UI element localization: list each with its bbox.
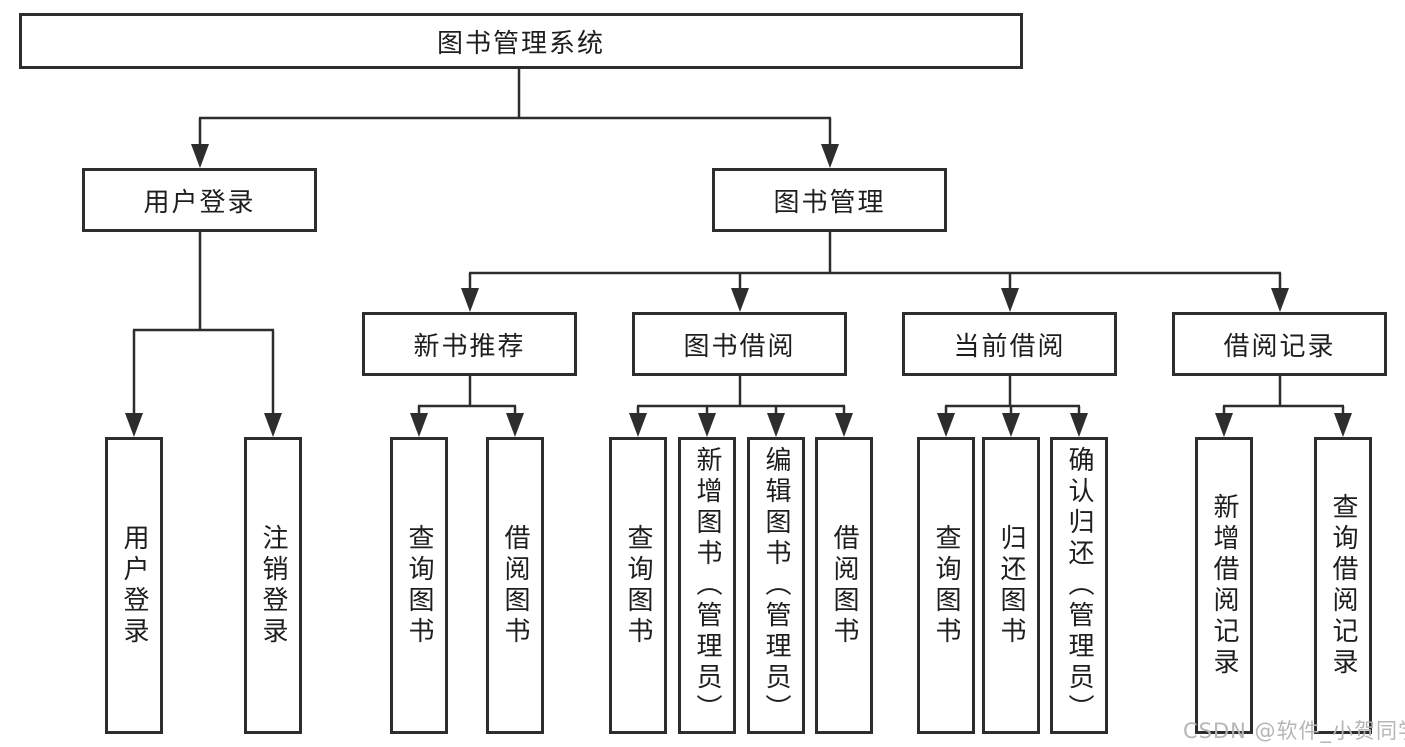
node-current-borrowing: 当前借阅 — [902, 312, 1117, 376]
leaf-nbr-borrow-books-label: 借阅图书 — [500, 523, 530, 648]
leaf-cb-query-books: 查询图书 — [917, 437, 975, 734]
node-user-login-label: 用户登录 — [143, 187, 256, 218]
leaf-cb-query-books-label: 查询图书 — [931, 523, 961, 648]
node-root: 图书管理系统 — [19, 13, 1023, 69]
node-borrowing-records-label: 借阅记录 — [1223, 331, 1336, 362]
leaf-bb-query-books-label: 查询图书 — [623, 523, 653, 648]
leaf-bb-edit-books-admin-label: 编辑图书（管理员） — [761, 446, 791, 725]
node-current-borrowing-label: 当前借阅 — [953, 331, 1066, 362]
leaf-br-query-borrow-record: 查询借阅记录 — [1314, 437, 1372, 734]
leaf-cb-return-books: 归还图书 — [982, 437, 1040, 734]
leaf-cb-confirm-return-admin: 确认归还（管理员） — [1050, 437, 1108, 734]
leaf-nbr-query-books: 查询图书 — [390, 437, 448, 734]
leaf-bb-borrow-books: 借阅图书 — [815, 437, 873, 734]
leaf-logout-label: 注销登录 — [258, 523, 288, 648]
node-book-borrowing-label: 图书借阅 — [683, 331, 796, 362]
leaf-nbr-borrow-books: 借阅图书 — [486, 437, 544, 734]
leaf-br-query-borrow-record-label: 查询借阅记录 — [1328, 492, 1358, 679]
node-book-borrowing: 图书借阅 — [632, 312, 847, 376]
node-book-management: 图书管理 — [712, 168, 947, 232]
node-root-label: 图书管理系统 — [436, 28, 605, 59]
leaf-cb-confirm-return-admin-label: 确认归还（管理员） — [1064, 446, 1094, 725]
leaf-cb-return-books-label: 归还图书 — [996, 523, 1026, 648]
leaf-bb-borrow-books-label: 借阅图书 — [829, 523, 859, 648]
leaf-bb-add-books-admin: 新增图书（管理员） — [678, 437, 736, 734]
leaf-user-login-label: 用户登录 — [119, 523, 149, 648]
leaf-bb-edit-books-admin: 编辑图书（管理员） — [747, 437, 805, 734]
leaf-logout: 注销登录 — [244, 437, 302, 734]
node-borrowing-records: 借阅记录 — [1172, 312, 1387, 376]
node-new-book-recommendation-label: 新书推荐 — [413, 331, 526, 362]
leaf-user-login: 用户登录 — [105, 437, 163, 734]
node-new-book-recommendation: 新书推荐 — [362, 312, 577, 376]
leaf-nbr-query-books-label: 查询图书 — [404, 523, 434, 648]
leaf-bb-add-books-admin-label: 新增图书（管理员） — [692, 446, 722, 725]
node-user-login: 用户登录 — [82, 168, 317, 232]
leaf-br-add-borrow-record: 新增借阅记录 — [1195, 437, 1253, 734]
leaf-br-add-borrow-record-label: 新增借阅记录 — [1209, 492, 1239, 679]
leaf-bb-query-books: 查询图书 — [609, 437, 667, 734]
csdn-watermark: CSDN @软件_小贺同学 — [1183, 719, 1405, 743]
node-book-management-label: 图书管理 — [773, 187, 886, 218]
